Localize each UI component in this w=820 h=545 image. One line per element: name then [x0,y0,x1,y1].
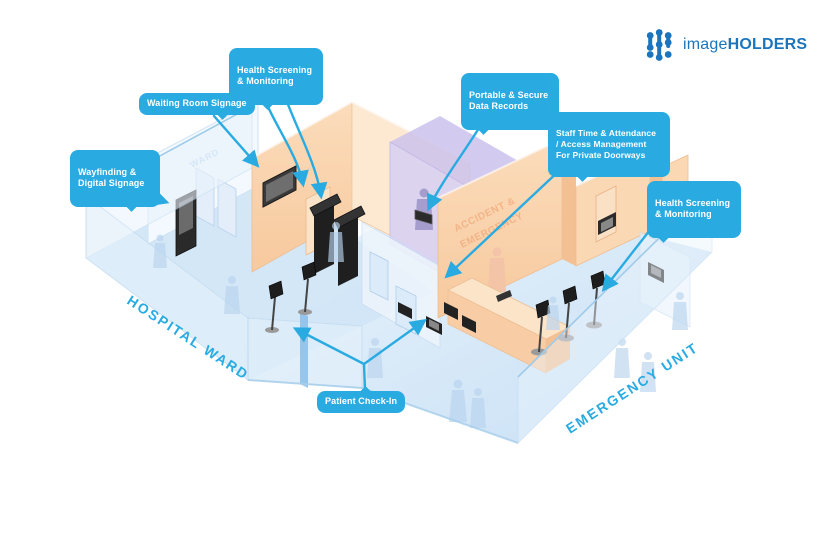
emergency-wall: ACCIDENT & EMERGENCY [437,138,689,319]
callout-label: Wayfinding & Digital Signage [78,166,145,189]
callout-patient-check-in: Patient Check-In [317,386,406,413]
people-silhouettes [153,222,688,428]
logo-text-regular: image [683,36,728,53]
person-silhouette [488,258,506,292]
waiting-room-display [262,165,297,208]
callout-portable-data-records: Portable & Secure Data Records [461,73,559,135]
callout-health-screening-right: Health Screening & Monitoring [647,181,741,243]
staff-doorway-wall [361,221,456,349]
imageholders-logo-text: imageHOLDERS [683,36,807,54]
callout-staff-time-attendance: Staff Time & Attendance / Access Managem… [548,112,670,183]
private-door [369,251,389,301]
health-screening-stands-emergency [531,270,606,356]
person-silhouette [492,247,502,257]
imageholders-logo-icon [646,29,672,61]
callout-wayfinding-signage: Wayfinding & Digital Signage [70,150,160,212]
patient-checkin-stands-ward [265,261,317,333]
reception-desk [444,247,571,374]
desk-tablet [496,290,512,302]
desk-check-in-tablet [444,302,458,320]
desk-check-in-tablet [462,315,476,333]
arrow-patient-checkin [362,318,427,366]
arrow-waiting-room [212,114,260,168]
ward-door [217,178,237,238]
callout-label: Patient Check-In [325,396,398,406]
person-silhouette [419,188,429,198]
callout-waiting-room-signage: Waiting Room Signage [139,93,255,120]
callout-label: Health Screening & Monitoring [655,197,731,220]
logo-text-bold: HOLDERS [727,36,808,53]
callout-label: Staff Time & Attendance / Access Managem… [556,128,657,161]
imageholders-logo: imageHOLDERS [644,29,807,61]
callout-label: Waiting Room Signage [147,98,247,108]
portable-records-tablet [414,209,433,225]
callout-label: Portable & Secure Data Records [469,89,549,112]
door-access-tablet [398,302,412,319]
callout-label: Health Screening & Monitoring [237,64,313,87]
